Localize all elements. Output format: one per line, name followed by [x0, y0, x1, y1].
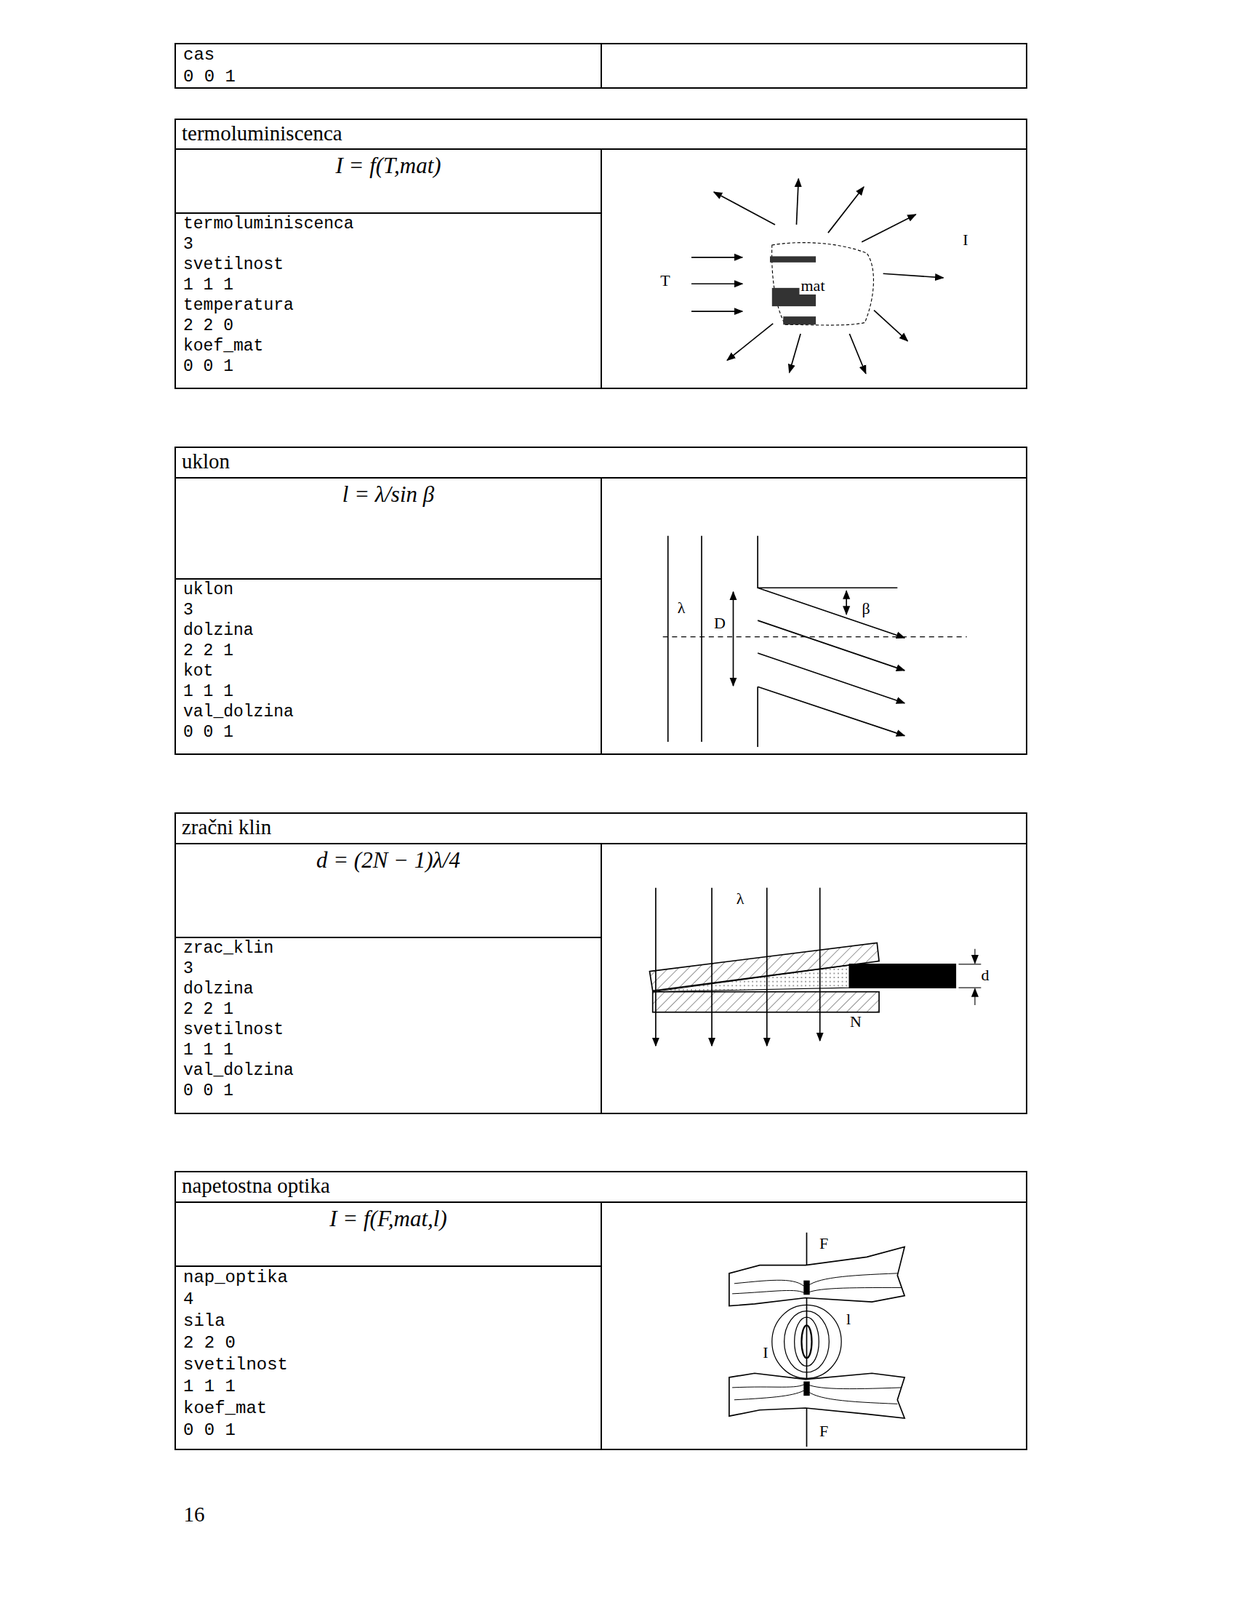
formula-cell: I = f(F,mat,l)nap_optika4sila2 2 0svetil… [175, 1202, 603, 1449]
code-line: nap_optika [175, 1266, 601, 1289]
formula: d = (2N − 1)λ/4 [175, 844, 601, 938]
code-line: 3 [175, 599, 601, 621]
formula: l = λ/sin β [175, 478, 601, 580]
code-line: 0 0 1 [175, 356, 601, 377]
code-line: dolzina [175, 978, 601, 999]
code-line: 2 2 0 [175, 1331, 601, 1354]
formula: I = f(F,mat,l) [175, 1202, 601, 1267]
code-line: 0 0 1 [175, 1419, 601, 1442]
code-line: koef_mat [175, 1397, 601, 1420]
figure-label: F [817, 1234, 830, 1252]
code-line: zrac_klin [175, 937, 601, 959]
code-line: termoluminiscenca [175, 213, 601, 235]
code-line: kot [175, 660, 601, 682]
thermolum-figure [691, 178, 943, 374]
figure-label: λ [735, 889, 746, 908]
code-line: 1 1 1 [175, 1039, 601, 1061]
figure-label: I [761, 1343, 770, 1362]
figure-label: I [961, 231, 970, 249]
code-line: 1 1 1 [175, 1375, 601, 1398]
figure-label: F [817, 1422, 830, 1440]
section-box: napetostna optikaI = f(F,mat,l)nap_optik… [174, 1170, 1028, 1450]
section-box: uklonl = λ/sin βuklon3dolzina2 2 1kot1 1… [174, 446, 1028, 755]
code-line: dolzina [175, 620, 601, 641]
page-number: 16 [182, 1502, 207, 1527]
figure-label: β [860, 599, 872, 618]
section-heading: napetostna optika [175, 1172, 1026, 1203]
figure-label: λ [676, 599, 688, 617]
figure-label: d [980, 966, 991, 984]
code-line: 0 0 1 [175, 66, 601, 88]
code-line: sila [175, 1310, 601, 1332]
section-box: termoluminiscencaI = f(T,mat)termolumini… [174, 118, 1028, 389]
left-cell: cas0 0 1 [175, 44, 603, 88]
code-line: 3 [175, 234, 601, 255]
code-line: 2 2 1 [175, 640, 601, 661]
figure-label: N [848, 1012, 864, 1031]
air-wedge-figure [649, 887, 981, 1046]
code-line: 0 0 1 [175, 1080, 601, 1101]
code-line: 2 2 0 [175, 315, 601, 336]
figure-label: D [712, 614, 728, 632]
code-line: koef_mat [175, 335, 601, 357]
code-line: 2 2 1 [175, 998, 601, 1020]
code-line: 3 [175, 958, 601, 979]
section-heading: zračni klin [175, 813, 1026, 845]
code-line: 1 1 1 [175, 274, 601, 296]
code-line: uklon [175, 579, 601, 600]
photoelastic-figure [729, 1232, 905, 1447]
formula-cell: I = f(T,mat)termoluminiscenca3svetilnost… [175, 149, 603, 388]
table-box: cas0 0 1 [174, 42, 1028, 89]
code-line: temperatura [175, 295, 601, 316]
figure-label: T [658, 271, 672, 290]
figure-label: l [844, 1310, 853, 1328]
code-line: svetilnost [175, 1353, 601, 1376]
code-line: svetilnost [175, 1019, 601, 1040]
code-line: cas [175, 44, 601, 67]
formula-cell: l = λ/sin βuklon3dolzina2 2 1kot1 1 1val… [175, 478, 603, 754]
code-line: 4 [175, 1288, 601, 1311]
code-line: val_dolzina [175, 701, 601, 722]
figure-label: mat [799, 277, 827, 295]
code-line: svetilnost [175, 254, 601, 275]
section-box: zračni klind = (2N − 1)λ/4zrac_klin3dolz… [174, 812, 1028, 1114]
diffraction-figure [663, 535, 967, 747]
code-line: 1 1 1 [175, 681, 601, 702]
formula: I = f(T,mat) [175, 149, 601, 214]
formula-cell: d = (2N − 1)λ/4zrac_klin3dolzina2 2 1sve… [175, 844, 603, 1113]
code-line: val_dolzina [175, 1060, 601, 1081]
section-heading: termoluminiscenca [175, 119, 1026, 150]
section-heading: uklon [175, 447, 1026, 479]
code-line: 0 0 1 [175, 721, 601, 743]
